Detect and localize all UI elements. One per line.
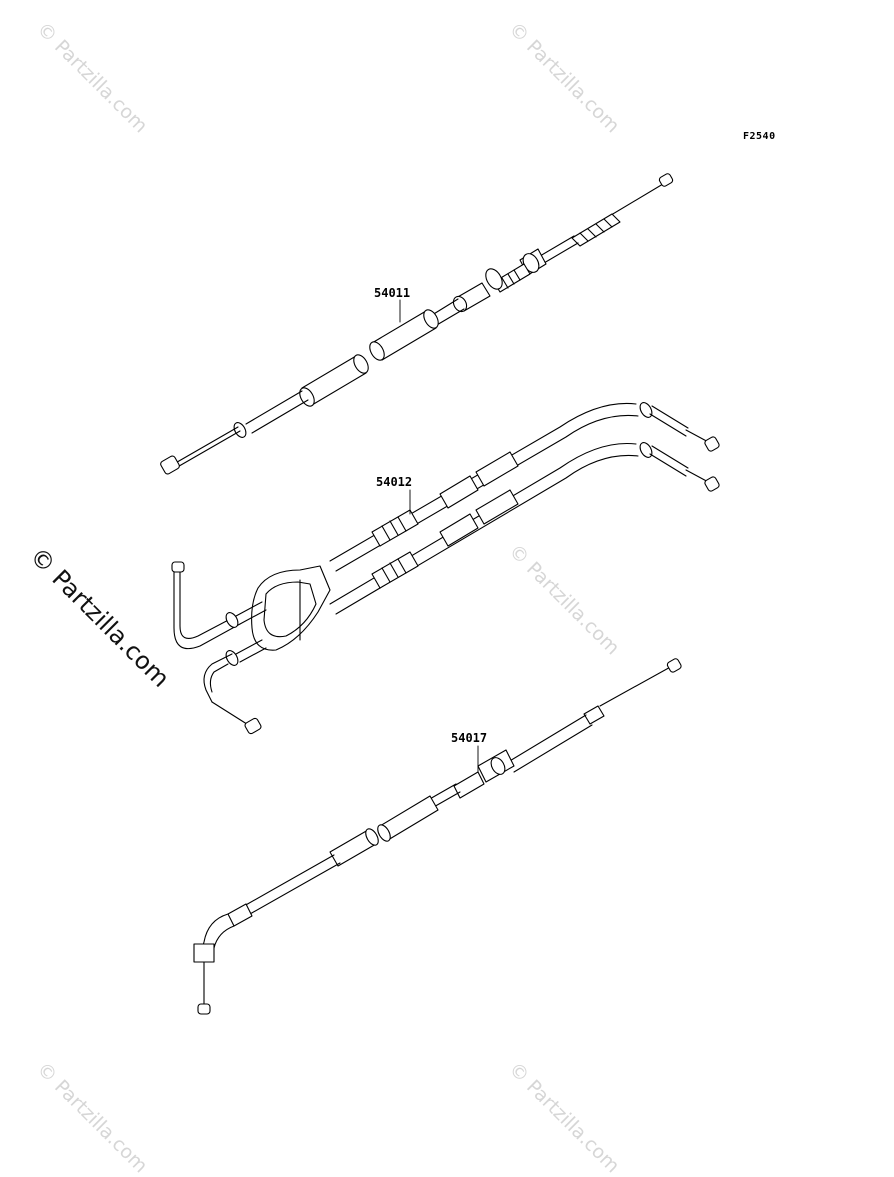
- cable-54017: [193, 658, 682, 1015]
- cable-54011: [160, 173, 674, 475]
- cable-54012: [171, 402, 720, 735]
- part-callouts: 54011 54012 54017: [374, 286, 487, 773]
- part-number-label: 54012: [376, 475, 412, 489]
- figure-code: F2540: [743, 131, 776, 142]
- part-number-label: 54011: [374, 286, 410, 300]
- part-number-label: 54017: [451, 731, 487, 745]
